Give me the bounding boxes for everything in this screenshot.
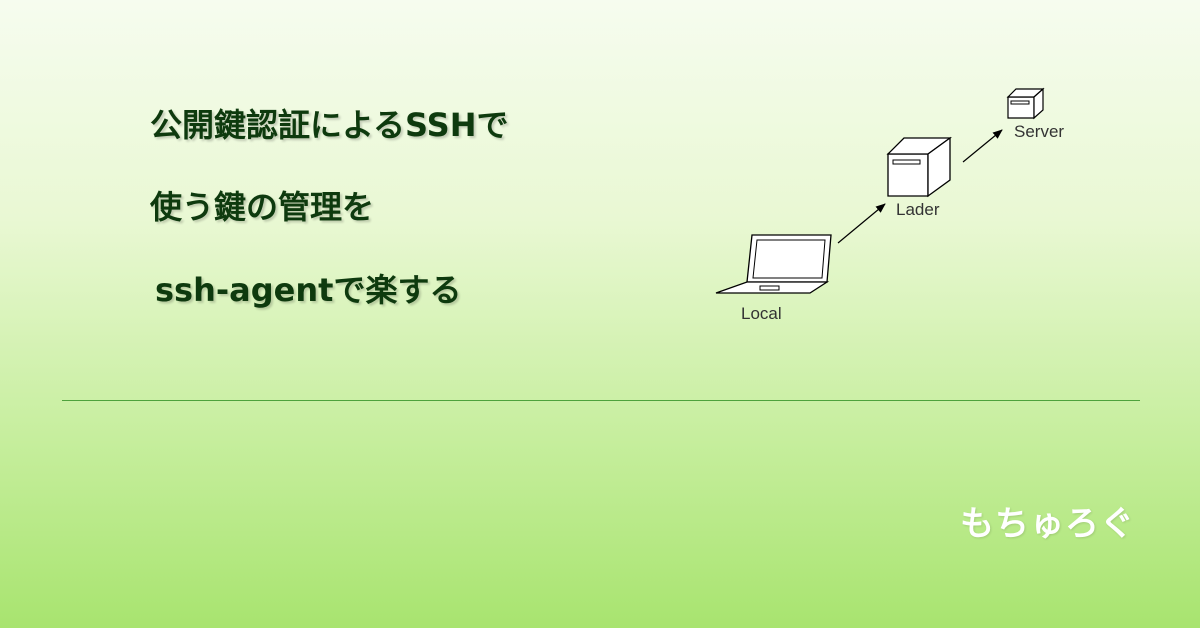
node-label-local: Local — [741, 304, 782, 323]
title-line-2: 使う鍵の管理を — [150, 188, 375, 226]
arrow-lader-to-server — [962, 129, 1003, 163]
section-divider — [62, 400, 1140, 401]
server-icon-lader — [886, 136, 952, 198]
arrow-local-to-lader — [837, 203, 886, 244]
title-line-1: 公開鍵認証によるSSHで — [150, 106, 509, 144]
node-label-lader: Lader — [896, 200, 940, 219]
site-brand: もちゅろぐ — [960, 504, 1135, 544]
node-label-server: Server — [1014, 122, 1064, 141]
server-icon-server — [1006, 87, 1045, 120]
laptop-icon — [715, 234, 832, 294]
title-line-3: ssh-agentで楽する — [155, 271, 462, 309]
